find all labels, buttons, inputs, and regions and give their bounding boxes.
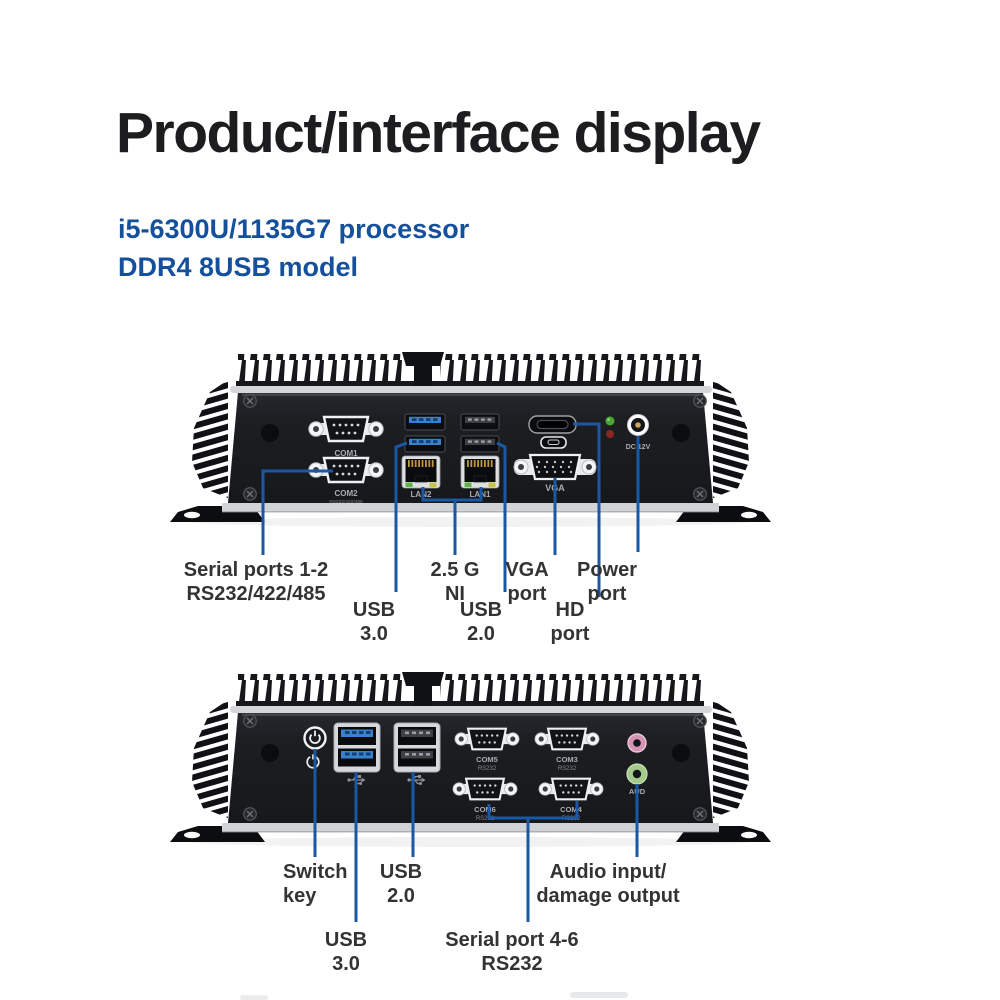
- hdd-led: [606, 430, 614, 438]
- leader-usb3: [394, 441, 408, 592]
- device-bottom-leader-lines: [313, 749, 639, 922]
- com2-sub-label: RS232/422/485: [329, 499, 363, 505]
- device-bottom-ports: COM5 RS232 COM3 RS232 COM6 RS232 COM4 RS…: [303, 722, 648, 822]
- com6-sub-label: RS232: [476, 816, 495, 822]
- usb3-dual-port: [333, 722, 381, 786]
- usb2-dual-port: [393, 722, 441, 786]
- device-top-leader-lines: [261, 422, 640, 597]
- hdmi-port: [528, 415, 577, 434]
- com1-label: COM1: [334, 449, 358, 458]
- callout-usb3: USB 3.0: [352, 599, 396, 645]
- leader-hd: [573, 422, 601, 597]
- page-title: Product/interface display: [116, 101, 761, 165]
- usb3-port-lower: [404, 435, 446, 453]
- leader-serial-1-2: [261, 469, 333, 555]
- reset-indicator: [306, 754, 320, 769]
- leader-lan: [421, 487, 483, 555]
- subtitle-processor: i5-6300U/1135G7 processor: [118, 214, 470, 244]
- leader-usb2: [496, 441, 507, 592]
- device-bottom-chassis: [170, 672, 771, 847]
- com6-label: COM6: [474, 805, 496, 814]
- power-icon: [309, 730, 321, 744]
- callout-serial-ports-1-2: Serial ports 1-2 RS232/422/485: [183, 559, 329, 605]
- usb2-port-lower: [460, 435, 500, 453]
- com2-label: COM2: [334, 489, 358, 498]
- callout-vga-port: VGA port: [505, 559, 549, 605]
- power-button: [303, 726, 327, 750]
- callout-usb2: USB 2.0: [459, 599, 503, 645]
- vga-port: [513, 453, 597, 481]
- callout-switch-key: Switch key: [283, 861, 348, 907]
- com5-label: COM5: [476, 755, 498, 764]
- callout-power-port: Power port: [576, 559, 638, 605]
- mic-jack: [627, 733, 647, 753]
- callout-hd-port: HD port: [550, 599, 590, 645]
- lan2-port: [401, 455, 441, 489]
- callout-serial-4-6: Serial port 4-6 RS232: [445, 929, 579, 975]
- power-outline-icon: [306, 754, 320, 769]
- callout-audio: Audio input/ damage output: [536, 861, 680, 907]
- mini-port: [540, 436, 567, 449]
- callout-usb3: USB 3.0: [324, 929, 368, 975]
- lan1-port: [460, 455, 500, 489]
- usb2-port-upper: [460, 413, 500, 431]
- leader-serial-4-6: [487, 801, 579, 922]
- com3-sub-label: RS232: [558, 766, 577, 772]
- subtitle: i5-6300U/1135G7 processor DDR4 8USB mode…: [118, 210, 469, 286]
- subtitle-model: DDR4 8USB model: [118, 252, 359, 282]
- callout-usb2: USB 2.0: [379, 861, 423, 907]
- next-image-sliver: [240, 995, 268, 1000]
- usb3-port-upper: [404, 413, 446, 431]
- power-led: [605, 416, 615, 426]
- com4-label: COM4: [560, 805, 582, 814]
- callout-lan: 2.5 G NI: [430, 559, 480, 605]
- next-image-sliver: [570, 992, 628, 998]
- com5-sub-label: RS232: [478, 766, 497, 772]
- lan2-label: LAN2: [411, 490, 432, 499]
- com3-label: COM3: [556, 755, 578, 764]
- dc-power-jack: [627, 414, 649, 436]
- audio-jack: [626, 763, 648, 785]
